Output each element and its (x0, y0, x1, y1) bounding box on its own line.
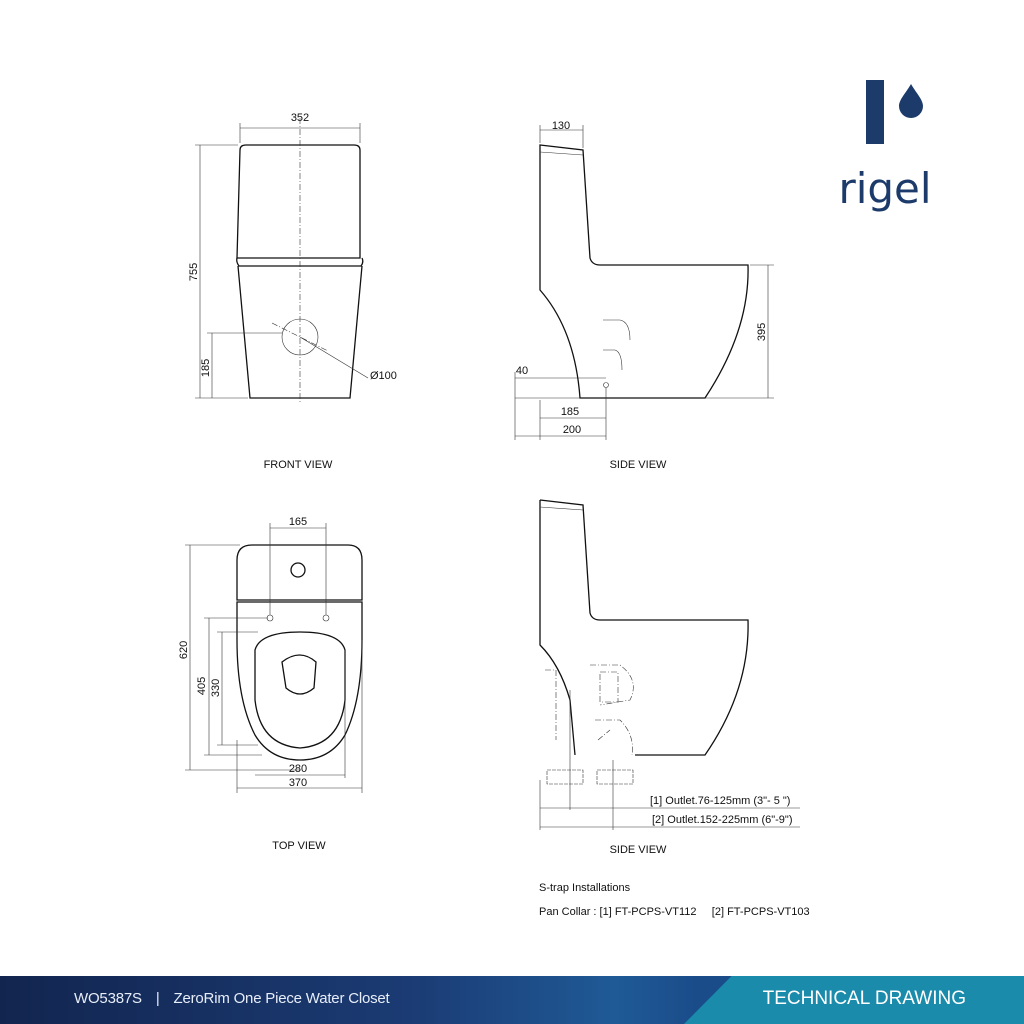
dim-280: 280 (289, 763, 307, 775)
dim-tank-depth: 130 (552, 120, 570, 132)
footer-product: WO5387S | ZeroRim One Piece Water Closet (74, 990, 390, 1007)
pan-collar-note: Pan Collar : [1] FT-PCPS-VT112 [2] FT-PC… (539, 906, 810, 918)
outlet2-label: [2] Outlet.152-225mm (6"-9") (652, 814, 792, 826)
dim-outlet-185: 185 (561, 406, 579, 418)
side-view-title: SIDE VIEW (610, 459, 667, 471)
top-view: 165 620 405 330 280 370 TOP VIEW (178, 516, 363, 852)
footer-accent (684, 976, 1024, 1024)
top-view-title: TOP VIEW (272, 840, 326, 852)
dim-outlet-dia: Ø100 (370, 370, 397, 382)
dim-outlet-200: 200 (563, 424, 581, 436)
front-view-title: FRONT VIEW (264, 459, 333, 471)
side-view-strap: [1] Outlet.76-125mm (3"- 5 ") [2] Outlet… (539, 499, 800, 856)
dim-floor-offset: 40 (516, 365, 528, 377)
dim-width: 352 (291, 112, 309, 124)
dim-405: 405 (196, 677, 208, 695)
doc-type-label: TECHNICAL DRAWING (762, 988, 966, 1009)
dim-outlet-height: 185 (200, 359, 212, 377)
notes-heading: S-trap Installations (539, 882, 631, 894)
side-strap-title: SIDE VIEW (610, 844, 667, 856)
separator: | (155, 990, 160, 1007)
dim-seat-height: 395 (756, 323, 768, 341)
dim-370: 370 (289, 777, 307, 789)
outlet1-label: [1] Outlet.76-125mm (3"- 5 ") (650, 795, 790, 807)
front-view: 352 755 185 Ø100 FRONT VIEW (188, 112, 397, 471)
dim-height: 755 (188, 263, 200, 281)
side-view: 130 395 40 185 200 SIDE VIEW (514, 120, 774, 471)
dim-length: 620 (178, 641, 190, 659)
footer-banner: WO5387S | ZeroRim One Piece Water Closet T… (0, 976, 1024, 1024)
product-name: ZeroRim One Piece Water Closet (173, 990, 390, 1007)
dim-330: 330 (210, 679, 222, 697)
rigel-logo: rigel (838, 80, 932, 213)
product-code: WO5387S (74, 990, 142, 1007)
svg-text:rigel: rigel (838, 164, 931, 213)
dim-hole-spacing: 165 (289, 516, 307, 528)
